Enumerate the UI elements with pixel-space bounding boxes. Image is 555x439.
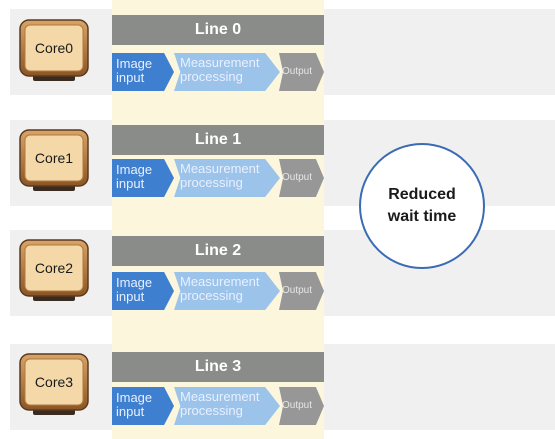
chip-graphic [19,239,89,301]
image-input-step: Image input [112,272,174,310]
image-input-step: Image input [112,159,174,197]
callout-line-1: Reduced [388,186,456,203]
cpu-chip-icon: Core2 [16,238,92,302]
line-header: Line 0 [112,15,324,45]
line-header: Line 3 [112,352,324,382]
core-label: Core0 [34,40,74,56]
line-header: Line 2 [112,236,324,266]
output-step: Output [279,272,324,310]
output-step: Output [279,387,324,425]
cpu-chip-icon: Core3 [16,352,92,416]
chip-graphic [19,129,89,191]
measurement-processing-step: Measurement processing [174,53,280,91]
reduced-wait-time-callout: Reduced wait time [359,143,485,269]
core-label: Core1 [34,150,74,166]
output-step: Output [279,159,324,197]
measurement-processing-step: Measurement processing [174,159,280,197]
image-input-step: Image input [112,387,174,425]
measurement-processing-step: Measurement processing [174,387,280,425]
chip-graphic [19,353,89,415]
callout-line-2: wait time [387,208,457,225]
image-input-step: Image input [112,53,174,91]
line-header: Line 1 [112,125,324,155]
cpu-chip-icon: Core0 [16,18,92,82]
cpu-chip-icon: Core1 [16,128,92,192]
core-label: Core3 [34,374,74,390]
measurement-processing-step: Measurement processing [174,272,280,310]
output-step: Output [279,53,324,91]
chip-graphic [19,19,89,81]
core-label: Core2 [34,260,74,276]
